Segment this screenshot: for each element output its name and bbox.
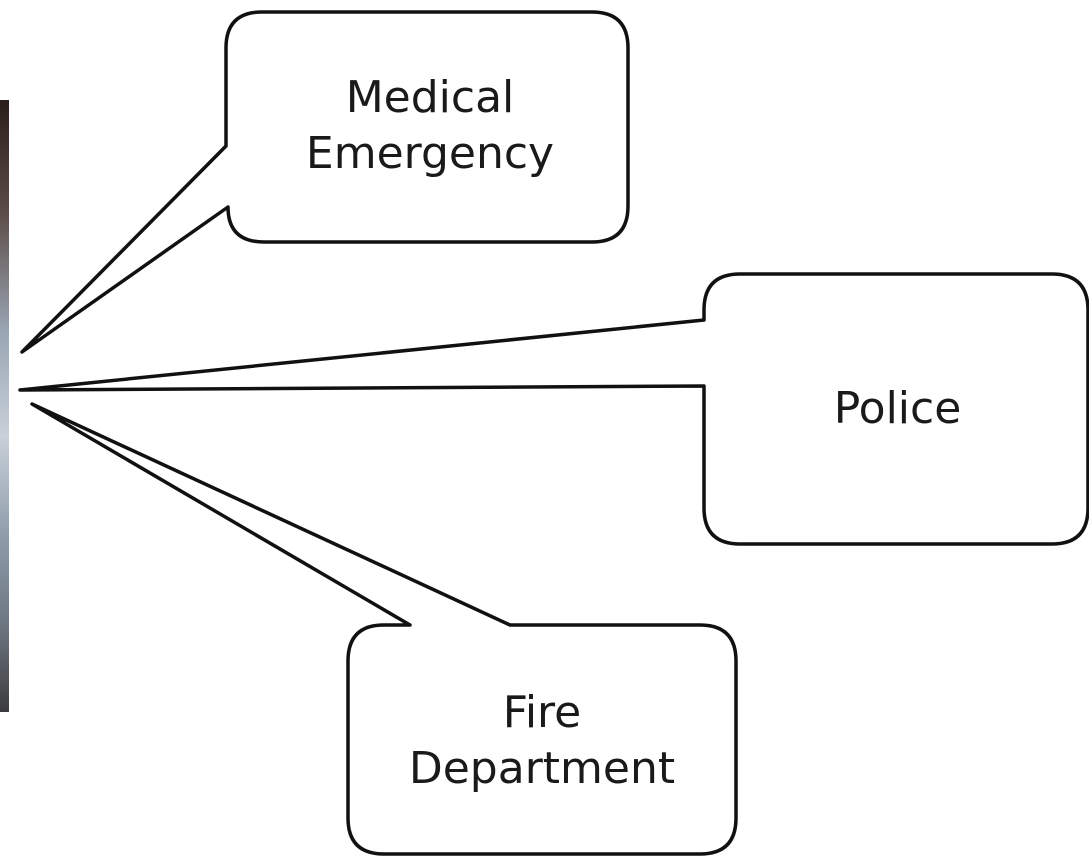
photo-strip: [0, 100, 9, 712]
callout-shape-police: [18, 272, 1089, 546]
callout-medical-line-1: Medical: [345, 72, 515, 123]
callout-medical-emergency: Medical Emergency: [235, 12, 625, 240]
callout-fire-line-1: Fire: [502, 687, 582, 738]
callout-police: Police: [705, 276, 1089, 542]
callout-police-line-1: Police: [833, 383, 962, 434]
callout-fire-department: Fire Department: [350, 628, 734, 854]
callout-shape-fire: [30, 402, 738, 856]
callout-medical-line-2: Emergency: [305, 128, 555, 179]
callout-fire-line-2: Department: [408, 743, 676, 794]
callout-shape-medical: [20, 10, 630, 354]
